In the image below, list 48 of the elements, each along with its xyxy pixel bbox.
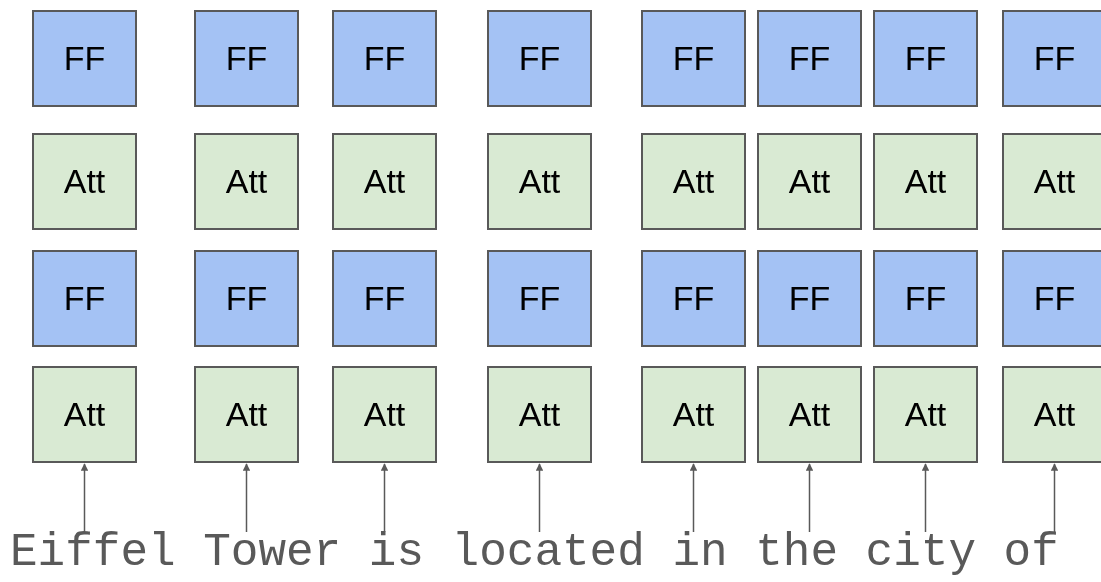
feed-forward-block: FF <box>332 10 437 107</box>
feed-forward-block: FF <box>487 10 592 107</box>
attention-block: Att <box>332 133 437 230</box>
input-token: Tower <box>203 528 342 578</box>
feed-forward-block: FF <box>641 10 746 107</box>
input-token: the <box>755 528 838 578</box>
arrow <box>805 463 814 533</box>
arrow <box>242 463 251 533</box>
attention-block: Att <box>757 133 862 230</box>
attention-block: Att <box>1002 133 1101 230</box>
feed-forward-block: FF <box>487 250 592 347</box>
input-token: Eiffel <box>10 528 176 578</box>
feed-forward-block: FF <box>194 250 299 347</box>
arrow <box>921 463 930 533</box>
input-token: city <box>865 528 976 578</box>
attention-block: Att <box>487 133 592 230</box>
attention-block: Att <box>757 366 862 463</box>
feed-forward-block: FF <box>32 10 137 107</box>
feed-forward-block: FF <box>757 250 862 347</box>
attention-block: Att <box>32 366 137 463</box>
feed-forward-block: FF <box>757 10 862 107</box>
input-token: of <box>1003 528 1059 578</box>
input-token: in <box>672 528 728 578</box>
attention-block: Att <box>194 133 299 230</box>
feed-forward-block: FF <box>1002 10 1101 107</box>
attention-block: Att <box>332 366 437 463</box>
arrow <box>535 463 544 533</box>
attention-block: Att <box>873 366 978 463</box>
attention-block: Att <box>194 366 299 463</box>
input-token: located <box>451 528 645 578</box>
feed-forward-block: FF <box>32 250 137 347</box>
feed-forward-block: FF <box>873 250 978 347</box>
feed-forward-block: FF <box>332 250 437 347</box>
attention-block: Att <box>873 133 978 230</box>
arrow <box>80 463 89 533</box>
attention-block: Att <box>32 133 137 230</box>
arrow <box>380 463 389 533</box>
arrow <box>1050 463 1059 533</box>
feed-forward-block: FF <box>1002 250 1101 347</box>
feed-forward-block: FF <box>194 10 299 107</box>
attention-block: Att <box>641 366 746 463</box>
arrow <box>689 463 698 533</box>
input-token: is <box>368 528 424 578</box>
feed-forward-block: FF <box>873 10 978 107</box>
attention-block: Att <box>1002 366 1101 463</box>
feed-forward-block: FF <box>641 250 746 347</box>
attention-block: Att <box>641 133 746 230</box>
attention-block: Att <box>487 366 592 463</box>
